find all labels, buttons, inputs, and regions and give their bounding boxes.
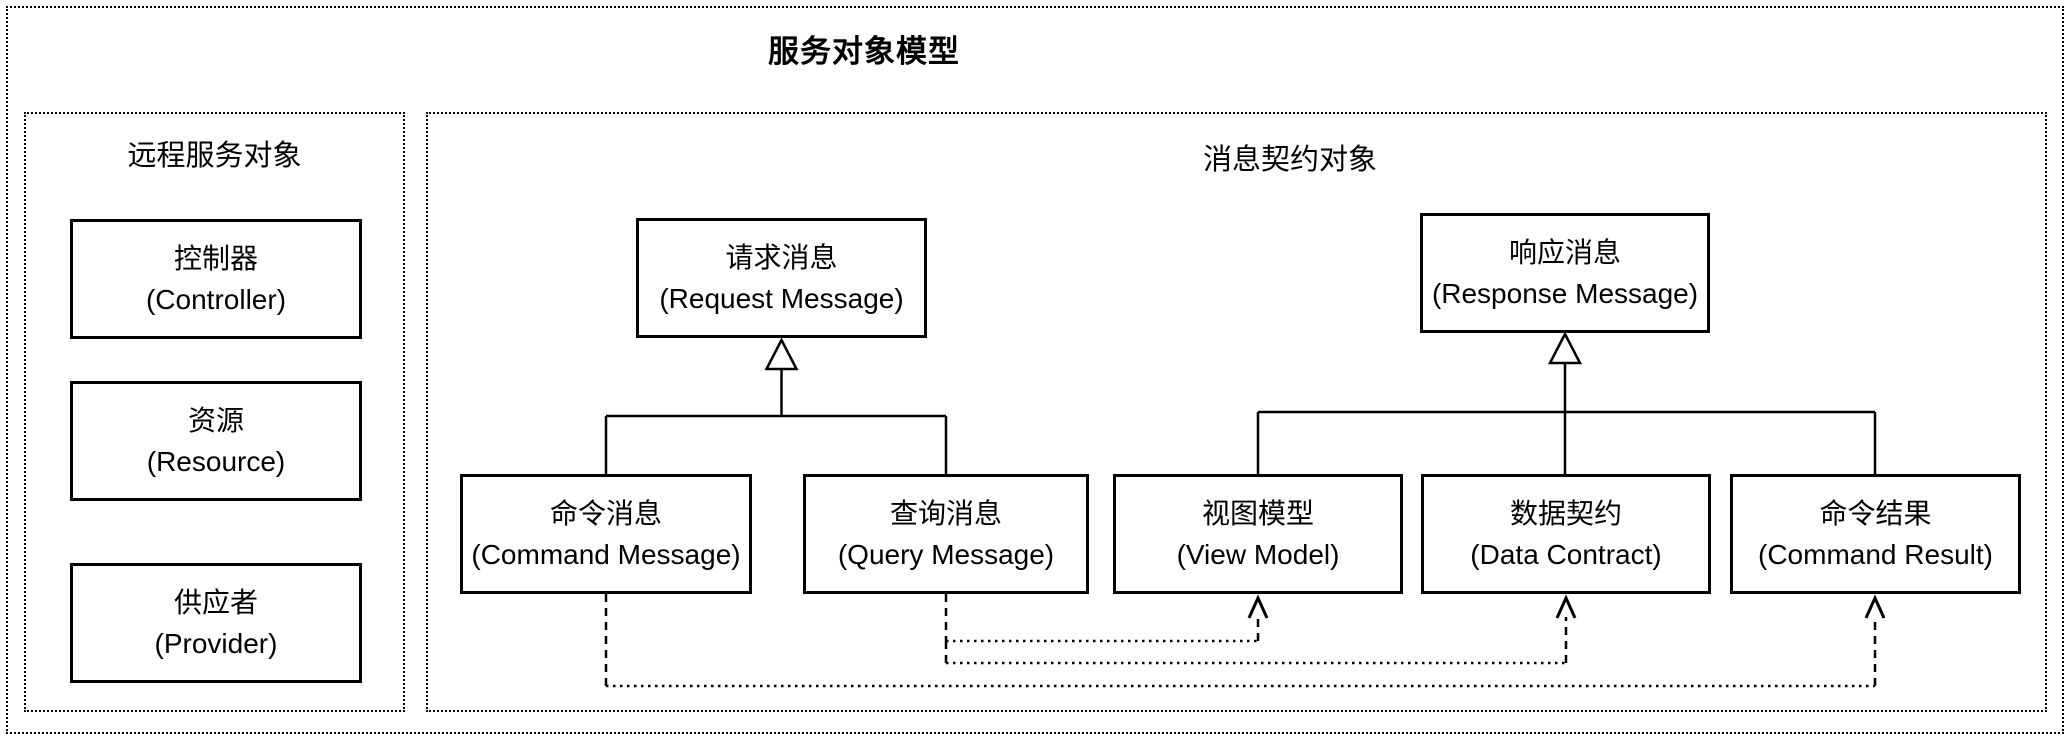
node-query-label-zh: 查询消息	[889, 498, 1002, 529]
group-remote-label: 远程服务对象	[127, 140, 302, 172]
node-controller: 控制器 (Controller)	[70, 219, 362, 339]
node-resource-label-en: (Resource)	[146, 446, 286, 477]
node-provider-label-en: (Provider)	[154, 628, 278, 659]
outer-border	[6, 6, 2064, 734]
node-view-model-label-zh: 视图模型	[1201, 498, 1314, 529]
group-remote-service-objects	[24, 112, 405, 712]
node-provider-label-zh: 供应者	[173, 587, 258, 618]
dependency-arrowhead-view-model-icon	[1247, 594, 1269, 619]
node-request-label-zh: 请求消息	[725, 242, 838, 273]
node-provider: 供应者 (Provider)	[70, 563, 362, 683]
node-command-label-zh: 命令消息	[549, 498, 662, 529]
node-response-label-en: (Response Message)	[1431, 278, 1699, 309]
dependency-query-to-view-model	[944, 594, 1269, 643]
response-tree-lines	[1256, 363, 1877, 474]
dependency-arrowhead-data-contract-icon	[1555, 594, 1577, 619]
node-request-label-en: (Request Message)	[659, 283, 904, 314]
dependency-query-to-data-contract	[944, 594, 1577, 665]
node-resource-label-zh: 资源	[187, 405, 244, 436]
request-tree-lines	[604, 369, 948, 474]
node-response-message: 响应消息 (Response Message)	[1420, 213, 1710, 333]
node-command-result: 命令结果 (Command Result)	[1730, 474, 2021, 594]
group-message-contract-objects	[426, 112, 2047, 712]
node-view-model-label-en: (View Model)	[1176, 539, 1340, 570]
inheritance-triangle-request-icon	[764, 337, 799, 371]
node-controller-label-zh: 控制器	[173, 243, 258, 274]
group-contracts-label: 消息契约对象	[1202, 144, 1377, 176]
node-command-result-label-en: (Command Result)	[1758, 539, 1993, 570]
dependency-command-to-command-result	[604, 594, 1886, 688]
generalization-connector-request	[604, 337, 948, 474]
node-data-contract-label-en: (Data Contract)	[1470, 539, 1662, 570]
node-command-message: 命令消息 (Command Message)	[460, 474, 752, 594]
diagram-title: 服务对象模型	[768, 34, 960, 69]
node-query-label-en: (Query Message)	[837, 539, 1055, 570]
node-data-contract-label-zh: 数据契约	[1509, 498, 1622, 529]
node-request-message: 请求消息 (Request Message)	[636, 218, 927, 338]
node-resource: 资源 (Resource)	[70, 381, 362, 501]
dependency-arrowhead-command-result-icon	[1864, 594, 1886, 619]
inheritance-triangle-response-icon	[1547, 331, 1583, 365]
node-controller-label-en: (Controller)	[145, 284, 287, 315]
node-response-label-zh: 响应消息	[1508, 237, 1621, 268]
generalization-connector-response	[1256, 331, 1877, 474]
node-view-model: 视图模型 (View Model)	[1113, 474, 1403, 594]
node-query-message: 查询消息 (Query Message)	[803, 474, 1089, 594]
node-command-result-label-zh: 命令结果	[1819, 498, 1932, 529]
node-data-contract: 数据契约 (Data Contract)	[1421, 474, 1711, 594]
node-command-label-en: (Command Message)	[471, 539, 741, 570]
